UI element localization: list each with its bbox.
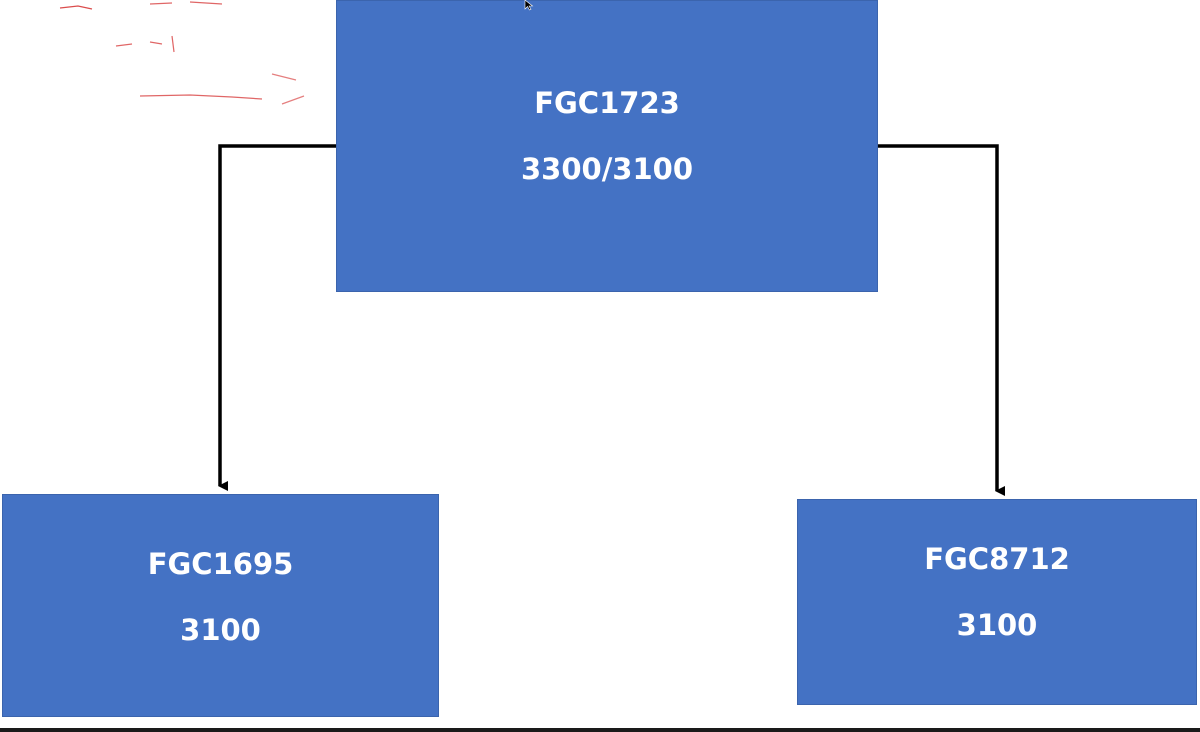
bottom-border bbox=[0, 728, 1200, 732]
node-value: 3100 bbox=[180, 613, 261, 647]
node-fgc8712: FGC8712 3100 bbox=[797, 499, 1197, 705]
node-fgc1695: FGC1695 3100 bbox=[2, 494, 439, 717]
node-name: FGC1695 bbox=[147, 547, 294, 581]
node-value: 3100 bbox=[956, 608, 1038, 642]
node-value: 3300/3100 bbox=[520, 152, 694, 186]
node-fgc1723: FGC1723 3300/3100 bbox=[336, 0, 878, 292]
node-name: FGC8712 bbox=[924, 542, 1070, 576]
node-name: FGC1723 bbox=[534, 86, 680, 120]
mouse-pointer-icon bbox=[524, 0, 534, 11]
red-annotation-marks bbox=[59, 1, 305, 105]
edge-top-to-left bbox=[218, 144, 336, 491]
edge-top-to-right bbox=[878, 144, 1005, 496]
